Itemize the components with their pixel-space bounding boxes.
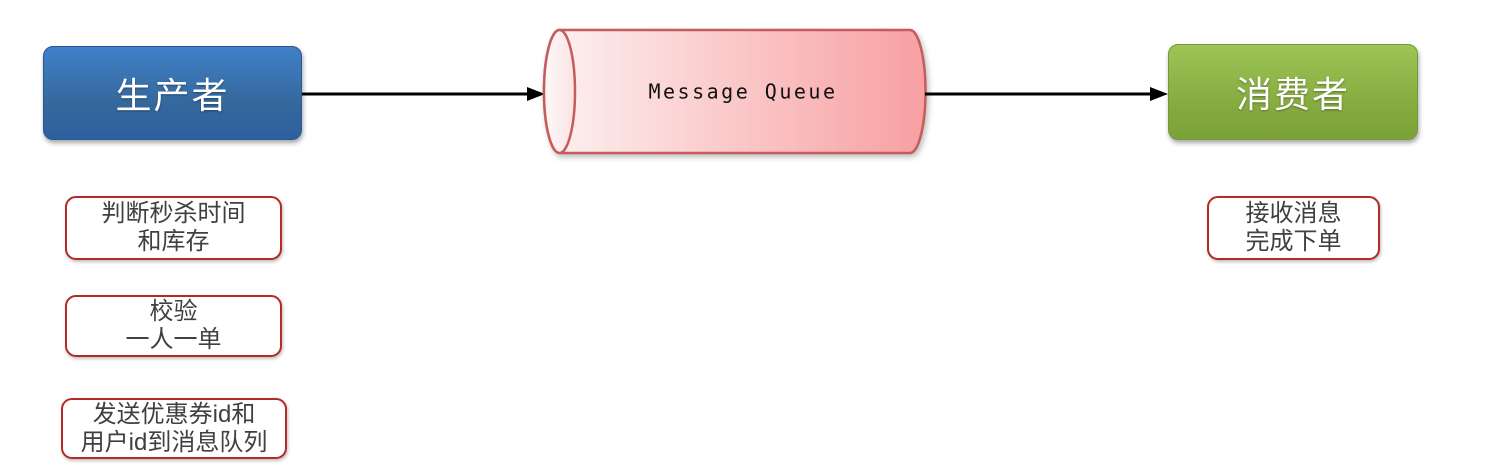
consumer-label: 消费者: [1235, 74, 1350, 115]
note-line: 和库存: [137, 228, 210, 255]
note-line: 一人一单: [125, 326, 222, 353]
note-line: 判断秒杀时间: [101, 200, 246, 227]
consumer-box: 消费者: [1168, 44, 1418, 140]
arrow-queue-to-consumer: [925, 87, 1168, 101]
note-line: 接收消息: [1245, 200, 1342, 227]
producer-note-one-order-per-user: 校验 一人一单: [65, 295, 282, 357]
producer-box: 生产者: [43, 46, 302, 140]
arrowhead-right-icon: [1150, 87, 1168, 101]
note-line: 发送优惠券id和: [92, 400, 256, 428]
note-line: 校验: [149, 298, 198, 325]
arrow-producer-to-queue: [302, 87, 545, 101]
producer-note-check-time-stock: 判断秒杀时间 和库存: [65, 196, 282, 260]
note-line: 用户id到消息队列: [80, 428, 268, 456]
producer-label: 生产者: [115, 75, 230, 116]
consumer-note-receive-and-order: 接收消息 完成下单: [1207, 196, 1380, 260]
note-line: 完成下单: [1245, 228, 1342, 255]
arrowhead-right-icon: [527, 87, 545, 101]
queue-label: Message Queue: [648, 80, 837, 104]
message-queue-cylinder: Message Queue: [542, 28, 927, 155]
cylinder-rim: [542, 28, 577, 155]
producer-note-send-ids-to-queue: 发送优惠券id和 用户id到消息队列: [61, 398, 287, 459]
